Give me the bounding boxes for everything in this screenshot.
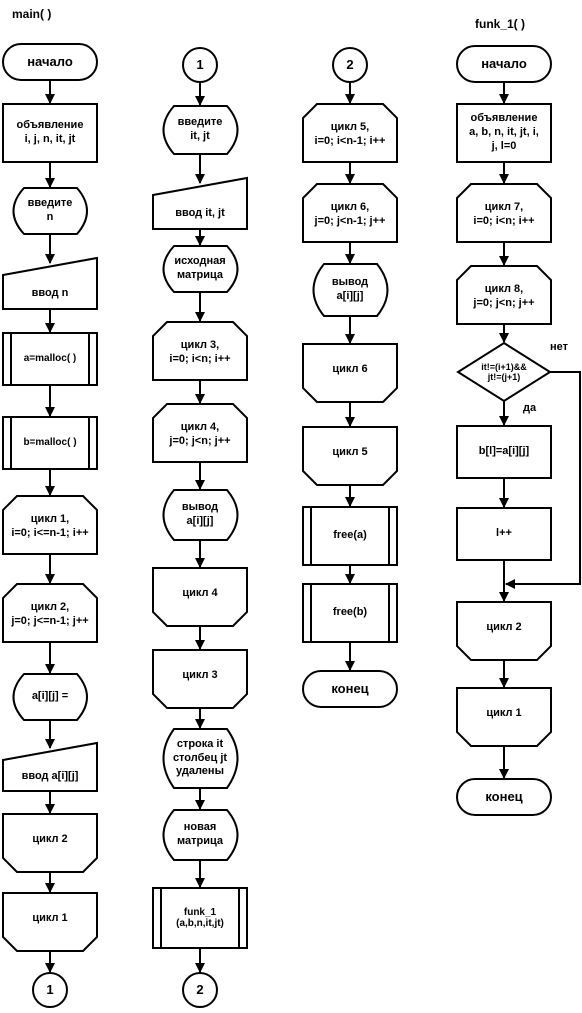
col2-new-matrix-display — [162, 809, 239, 861]
col3-free-b-label: free(b) — [332, 606, 368, 619]
main-prompt-n-label: введите n — [27, 197, 73, 223]
funk-loop2-end — [456, 601, 552, 661]
main-malloc-b-label: b=malloc( ) — [23, 437, 77, 449]
col2-connector-2-out — [182, 972, 218, 1008]
main-input-aij-manual — [2, 741, 98, 792]
col3-loop5-end-label: цикл 5 — [332, 446, 368, 459]
main-title: main( ) — [12, 7, 52, 21]
col2-loop3-label: цикл 3, i=0; i<n; i++ — [169, 339, 231, 365]
col3-output-aij-label: вывод a[i][j] — [331, 276, 369, 302]
main-prompt-n-display — [12, 187, 88, 235]
col3-loop6-end — [302, 343, 398, 403]
col2-source-matrix-display — [162, 245, 239, 293]
main-connector-1-out — [32, 972, 68, 1008]
col2-loop3-start — [152, 321, 248, 381]
col2-loop4-start — [152, 403, 248, 463]
funk-loop8-label: цикл 8, j=0; j<n; j++ — [473, 283, 535, 309]
main-loop1-label: цикл 1, i=0; i<=n-1; i++ — [11, 513, 89, 539]
funk-declare-block — [456, 103, 552, 163]
col3-end-label: конец — [331, 680, 369, 696]
funk-loop1-end-label: цикл 1 — [486, 707, 522, 720]
col2-prompt-itjt-label: введите it, jt — [177, 116, 223, 142]
col3-loop6-start — [302, 183, 398, 243]
col3-loop5-start — [302, 103, 398, 163]
col2-loop4-label: цикл 4, j=0; j<n; j++ — [169, 421, 231, 447]
col2-source-matrix-label: исходная матрица — [174, 255, 226, 281]
funk-loop2-end-label: цикл 2 — [486, 621, 522, 634]
funk-loop7-label: цикл 7, i=0; i<n; i++ — [473, 201, 535, 227]
col3-connector-2-label: 2 — [346, 56, 354, 72]
funk-assign-label: b[l]=a[i][j] — [478, 445, 530, 458]
funk-column-shapes — [456, 45, 552, 816]
col3-free-a-process — [302, 506, 398, 566]
col3-loop5-label: цикл 5, i=0; i<n-1; i++ — [314, 121, 386, 147]
col3-loop6-label: цикл 6, j=0; j<n-1; j++ — [314, 201, 386, 227]
col2-connector-1-label: 1 — [196, 56, 204, 72]
main-loop2-end-label: цикл 2 — [32, 833, 68, 846]
funk-start-label: начало — [481, 55, 527, 71]
funk-loop8-start — [456, 265, 552, 325]
col2-removed-label: строка it столбец jt удалены — [172, 737, 228, 778]
funk-assign-process — [456, 425, 552, 479]
funk-loop1-end — [456, 687, 552, 747]
funk-no-branch-line — [505, 371, 581, 589]
col2-loop4-end — [152, 567, 248, 627]
col2-output-aij-display — [162, 489, 239, 541]
col2-loop3-end — [152, 649, 248, 709]
main-malloc-a-process — [2, 332, 98, 386]
funk-declare-label: объявление a, b, n, it, jt, i, j, l=0 — [469, 112, 539, 152]
funk-end-terminator — [456, 778, 552, 816]
funk-title: funk_1( ) — [475, 17, 526, 31]
col2-new-matrix-label: новая матрица — [177, 821, 223, 847]
col2-removed-display — [162, 728, 239, 789]
col2-shapes — [152, 47, 248, 1008]
col2-call-funk-process — [152, 887, 248, 949]
col3-end-terminator — [302, 670, 398, 708]
col2-input-itjt-label: ввод it, jt — [175, 206, 225, 219]
funk-loop7-start — [456, 183, 552, 243]
col3-output-aij-display — [312, 263, 389, 317]
main-column-shapes — [2, 43, 98, 1008]
col3-shapes — [302, 47, 398, 708]
col3-free-a-label: free(a) — [333, 529, 367, 542]
col2-loop4-end-label: цикл 4 — [182, 587, 218, 600]
main-loop2-end — [2, 813, 98, 873]
main-malloc-a-label: a=malloc( ) — [23, 353, 77, 365]
main-input-n-manual — [2, 256, 98, 310]
col2-loop3-end-label: цикл 3 — [182, 669, 218, 682]
main-connector-1-label: 1 — [46, 981, 54, 997]
col2-call-funk-label: funk_1 (a,b,n,it,jt) — [176, 906, 224, 930]
col2-output-aij-label: вывод a[i][j] — [181, 501, 219, 527]
main-prompt-aij-display — [12, 673, 88, 721]
main-declare-label: объявление i, j, n, it, jt — [16, 119, 84, 145]
main-loop2-label: цикл 2, j=0; j<=n-1; j++ — [11, 601, 89, 627]
col2-prompt-itjt-display — [162, 105, 239, 155]
main-start-label: начало — [27, 53, 73, 69]
funk-end-label: конец — [485, 788, 523, 804]
funk-yes-label: да — [523, 402, 537, 414]
col2-input-itjt-manual — [152, 176, 248, 230]
col3-loop5-end — [302, 426, 398, 486]
col2-connector-2-label: 2 — [196, 981, 204, 997]
main-loop2-start — [2, 583, 98, 643]
main-input-aij-label: ввод a[i][j] — [21, 770, 79, 783]
funk-column-arrows — [499, 82, 581, 779]
funk-no-label: нет — [550, 341, 569, 353]
funk-increment-label: l++ — [496, 527, 512, 540]
main-declare-block — [2, 103, 98, 163]
main-loop1-end-label: цикл 1 — [32, 912, 68, 925]
main-prompt-aij-label: a[i][j] = — [31, 690, 69, 703]
funk-condition-label: it!=(i+1)&& jt!=(j+1) — [481, 361, 527, 382]
main-input-n-label: ввод n — [31, 286, 69, 299]
main-loop1-end — [2, 892, 98, 952]
main-loop1-start — [2, 495, 98, 555]
col3-loop6-end-label: цикл 6 — [332, 363, 368, 376]
